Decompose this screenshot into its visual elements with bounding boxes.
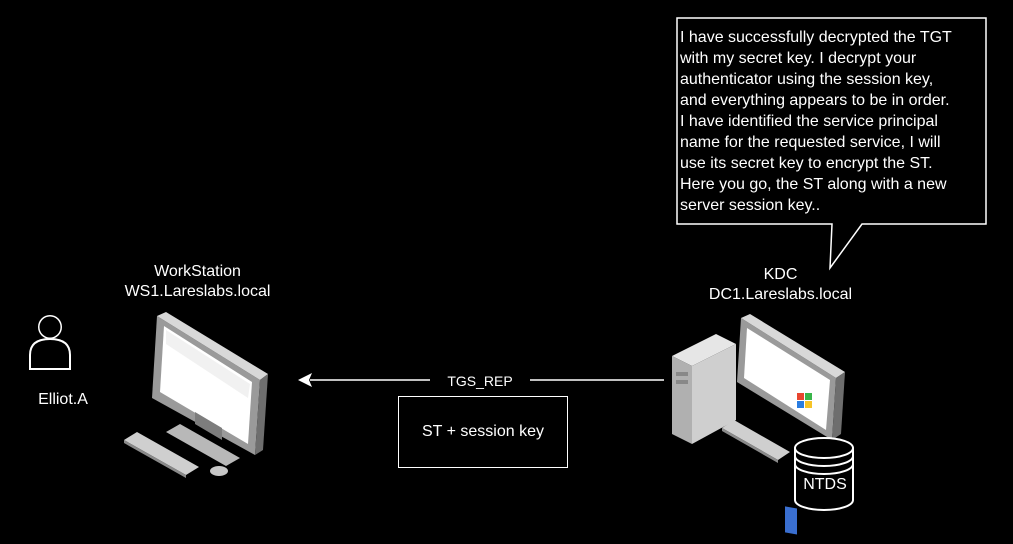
bubble-line: I have successfully decrypted the TGT: [680, 29, 952, 46]
kdc-hostname: DC1.Lareslabs.local: [708, 286, 853, 303]
ntds-label: NTDS: [803, 476, 847, 493]
message-payload-box: ST + session key: [398, 396, 568, 468]
kdc-role: KDC: [763, 266, 798, 283]
workstation-label: WorkStation WS1.Lareslabs.local: [105, 262, 290, 302]
message-payload-text: ST + session key: [422, 423, 544, 440]
bubble-line: server session key..: [680, 197, 821, 214]
bubble-line: with my secret key. I decrypt your: [680, 50, 917, 67]
user-icon: [29, 315, 71, 370]
kdc-server-computer-icon: [672, 314, 845, 535]
bubble-line: name for the requested service, I will: [680, 134, 941, 151]
kdc-label: KDC DC1.Lareslabs.local: [688, 265, 873, 305]
workstation-role: WorkStation: [154, 263, 241, 280]
arrow-label-tgs-rep: TGS_REP: [430, 372, 530, 390]
speech-bubble-text: I have successfully decrypted the TGT wi…: [680, 27, 985, 216]
bubble-line: Here you go, the ST along with a new: [680, 176, 947, 193]
bubble-line: use its secret key to encrypt the ST.: [680, 155, 933, 172]
ntds-database-icon: [794, 437, 854, 511]
workstation-hostname: WS1.Lareslabs.local: [124, 283, 271, 300]
bubble-line: authenticator using the session key,: [680, 71, 934, 88]
workstation-computer-icon: [124, 312, 268, 478]
bubble-line: I have identified the service principal: [680, 113, 938, 130]
user-name-label: Elliot.A: [38, 391, 88, 408]
speech-bubble-shape: [676, 17, 987, 271]
bubble-line: and everything appears to be in order.: [680, 92, 950, 109]
